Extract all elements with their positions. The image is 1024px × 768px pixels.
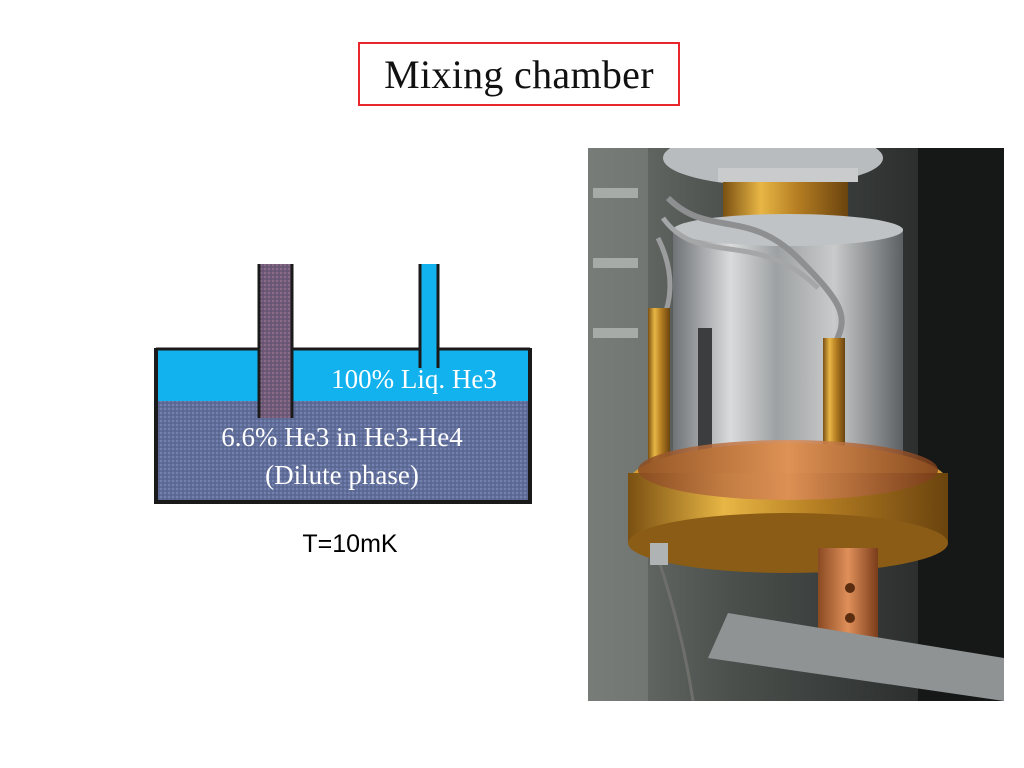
container-outline	[154, 348, 532, 504]
he3-phase-label: 100% Liq. He3	[331, 363, 497, 394]
photo-illustration	[588, 148, 1004, 701]
mixing-chamber-photo	[588, 148, 1004, 701]
dilute-phase-label-line2: (Dilute phase)	[265, 460, 419, 490]
dilute-phase-region	[156, 401, 530, 501]
he3-phase-region	[156, 350, 530, 401]
dilute-phase-tube	[260, 264, 291, 418]
dilute-phase-label: 6.6% He3 in He3-He4 (Dilute phase)	[160, 418, 524, 498]
he3-phase-tube	[421, 264, 437, 368]
slide-title: Mixing chamber	[358, 42, 680, 106]
temperature-label: T=10mK	[302, 530, 398, 558]
dilute-phase-label-line1: 6.6% He3 in He3-He4	[221, 422, 463, 452]
